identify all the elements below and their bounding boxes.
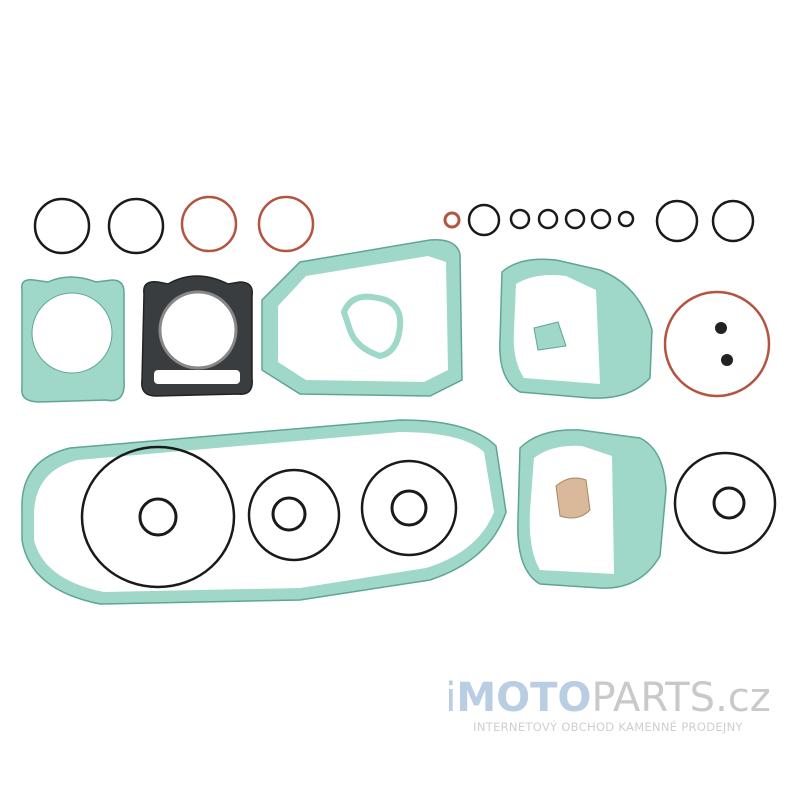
- seal: [271, 496, 307, 532]
- cylinder-base-gasket: [21, 276, 125, 403]
- head-gasket: [141, 275, 253, 397]
- watermark-prefix: i: [445, 675, 457, 721]
- crankcase-gasket: [261, 239, 463, 397]
- o-ring: [590, 208, 612, 230]
- o-ring: [509, 208, 531, 230]
- small-gasket: [340, 293, 404, 360]
- watermark-tagline: INTERNETOVÝ OBCHOD KAMENNÉ PRODEJNY: [473, 720, 743, 734]
- seal: [138, 497, 178, 537]
- o-ring: [180, 195, 238, 253]
- o-ring: [711, 199, 755, 243]
- watermark-rest: PARTS: [591, 675, 716, 721]
- o-ring: [537, 208, 559, 230]
- watermark-bold: MOTO: [456, 675, 592, 721]
- o-ring: [257, 195, 315, 253]
- o-ring: [360, 459, 458, 557]
- seal: [390, 489, 428, 527]
- watermark-logo: iMOTOPARTS.cz INTERNETOVÝ OBCHOD KAMENNÉ…: [438, 676, 778, 734]
- o-ring-with-seal-lower-right: [673, 451, 777, 555]
- clutch-cover-gasket: [21, 419, 507, 605]
- o-ring: [107, 197, 165, 255]
- o-ring: [564, 208, 586, 230]
- o-ring: [655, 199, 699, 243]
- o-ring: [467, 203, 501, 237]
- o-ring: [617, 210, 635, 228]
- o-ring: [80, 445, 236, 589]
- o-ring: [443, 211, 461, 229]
- side-cover-gasket-upper: [499, 258, 653, 399]
- o-ring: [33, 197, 91, 255]
- paper-gasket: [555, 477, 591, 519]
- o-ring-row: [33, 195, 755, 255]
- o-ring: [247, 468, 341, 562]
- side-cover-gasket-lower: [517, 429, 667, 589]
- large-o-ring-with-seals: [663, 290, 771, 398]
- watermark-tld: .cz: [715, 675, 771, 721]
